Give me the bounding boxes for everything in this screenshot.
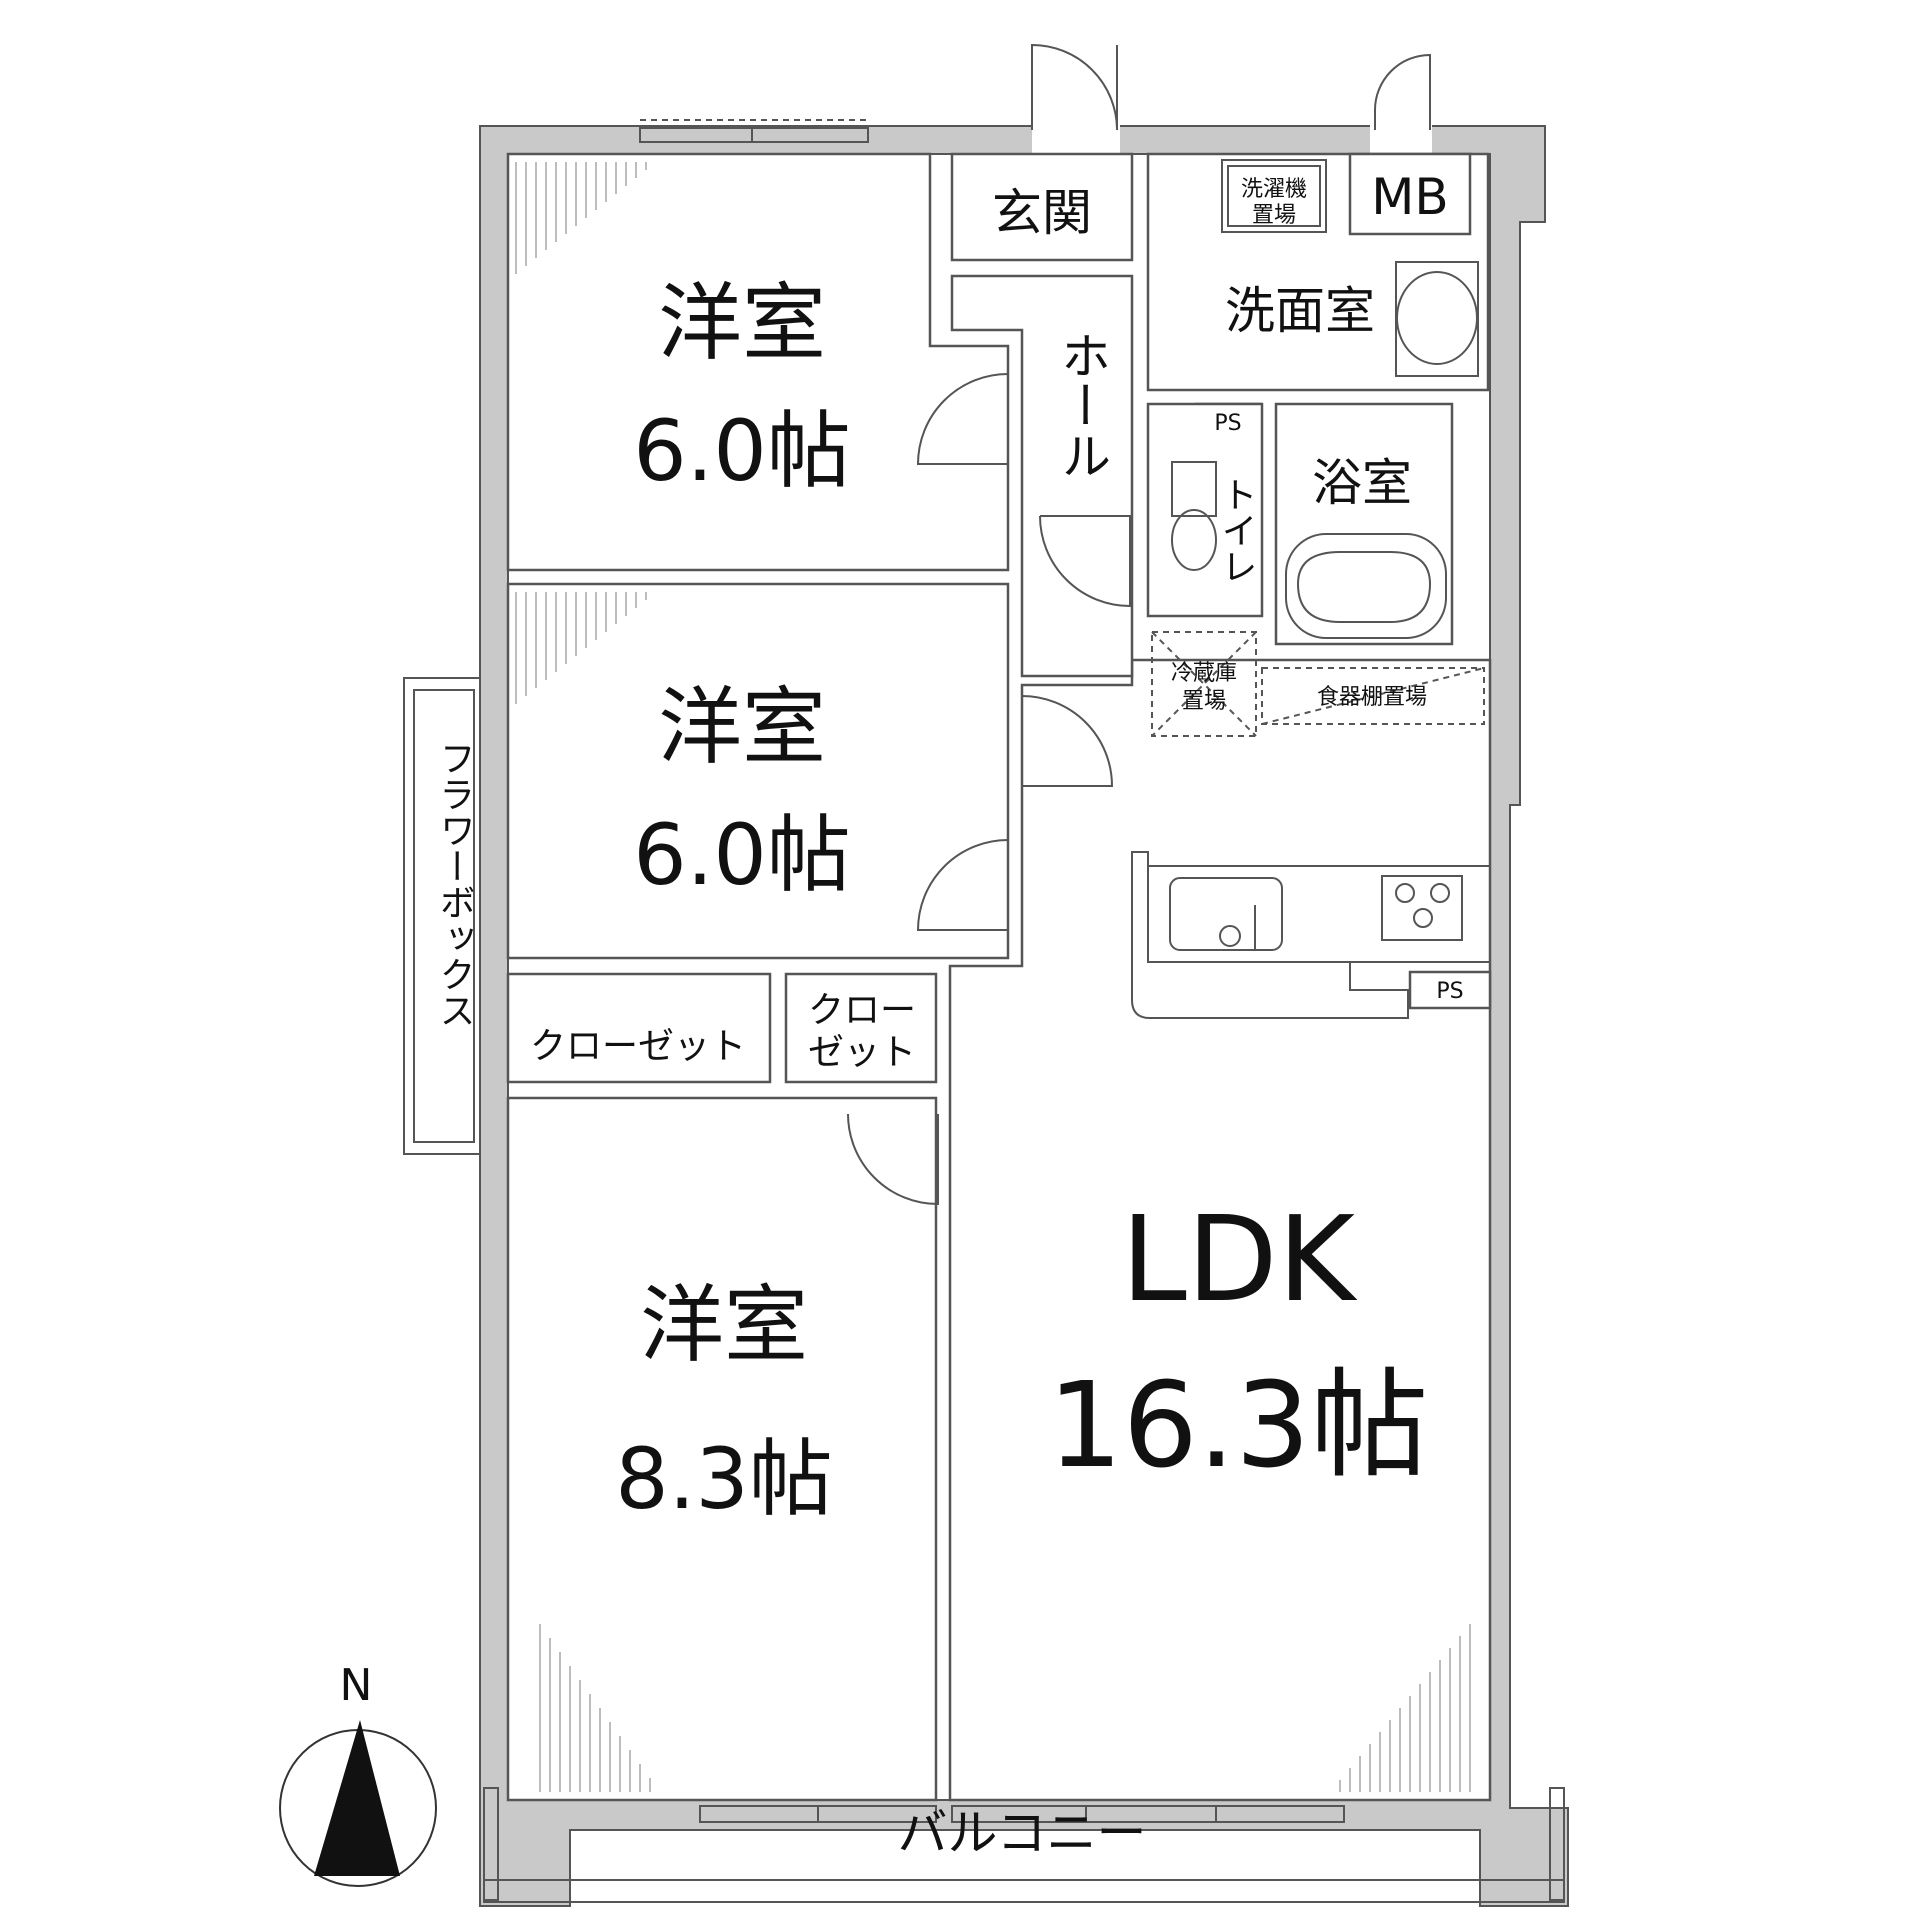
entrance-label: 玄関 xyxy=(992,184,1092,242)
rooms xyxy=(506,152,1492,1802)
bedroom-2-size: 6.0帖 xyxy=(633,806,851,904)
washroom-label: 洗面室 xyxy=(1225,282,1375,340)
wash-basin xyxy=(1395,261,1479,377)
closet-small-label-1: クロー xyxy=(808,990,916,1031)
entrance-door[interactable] xyxy=(1031,43,1120,154)
compass-label: N xyxy=(340,1660,373,1711)
cupboard-label: 食器棚置場 xyxy=(1317,685,1427,710)
balcony-label: バルコニー xyxy=(898,1804,1147,1862)
meter-box-door[interactable] xyxy=(1370,53,1432,154)
balcony-windows xyxy=(699,1805,1345,1823)
ldk-name: LDK xyxy=(1121,1190,1358,1328)
north-compass: N xyxy=(279,1660,437,1887)
window-bedroom-1 xyxy=(639,119,869,143)
bathroom-label: 浴室 xyxy=(1312,454,1412,512)
appliance-spaces xyxy=(1151,631,1485,737)
bedroom-3-name: 洋室 xyxy=(640,1276,808,1374)
interior-doors xyxy=(847,373,1131,1206)
bedroom-2-name: 洋室 xyxy=(658,678,826,776)
washing-machine-box xyxy=(1221,159,1327,233)
bathtub xyxy=(1285,533,1447,639)
closet-wide-label: クローゼット xyxy=(530,1026,746,1067)
closet-small-label-2: ゼット xyxy=(808,1032,916,1073)
ps-lower-label: PS xyxy=(1436,979,1463,1004)
bedroom-1-size: 6.0帖 xyxy=(633,402,851,500)
bedroom-3-size: 8.3帖 xyxy=(615,1430,833,1528)
flower-box xyxy=(403,677,481,1155)
toilet-label: トイレ xyxy=(1216,476,1257,584)
bedroom-1-name: 洋室 xyxy=(658,274,826,372)
ldk-size: 16.3帖 xyxy=(1048,1356,1429,1494)
floor-hatching xyxy=(515,162,1471,1792)
flower-box-label: フラワーボックス xyxy=(434,740,475,1028)
washing-machine-label-2: 置場 xyxy=(1252,203,1296,228)
meter-box-label: MB xyxy=(1371,168,1448,226)
fridge-label-1: 冷蔵庫 xyxy=(1171,661,1237,686)
hall-label: ホール xyxy=(1053,330,1111,480)
washing-machine-label-1: 洗濯機 xyxy=(1241,177,1307,202)
kitchen-counter xyxy=(1131,851,1491,1019)
fridge-label-2: 置場 xyxy=(1182,689,1226,714)
room-labels: 洋室 6.0帖 洋室 6.0帖 洋室 8.3帖 LDK 16.3帖 玄関 洗面室… xyxy=(434,168,1464,1862)
toilet-bowl xyxy=(1171,461,1217,571)
balcony xyxy=(483,1787,1565,1903)
ps-upper-label: PS xyxy=(1214,411,1241,436)
